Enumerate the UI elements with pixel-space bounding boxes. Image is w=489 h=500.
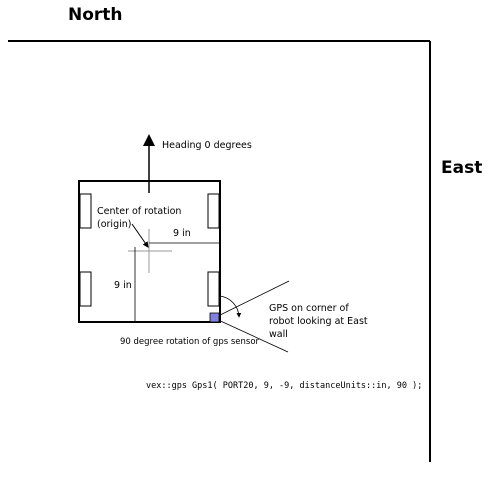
gps-label-line1: GPS on corner of (269, 303, 349, 314)
gps-view-line-upper (213, 280, 290, 319)
wheel-rear-right (207, 271, 220, 307)
gps-label-line2: robot looking at East (269, 316, 368, 327)
wheel-front-left (79, 193, 92, 229)
robot-body (78, 180, 221, 323)
wheel-front-right (207, 193, 220, 229)
east-label: East (441, 158, 483, 178)
gps-label-line3: wall (269, 329, 288, 340)
gps-sensor (209, 312, 220, 323)
code-sample: vex::gps Gps1( PORT20, 9, -9, distanceUn… (146, 381, 423, 391)
center-label-line2: (origin) (97, 219, 132, 230)
rotation-note: 90 degree rotation of gps sensor (120, 337, 260, 347)
rotation-arc (219, 295, 242, 318)
north-label: North (68, 5, 123, 25)
y-offset-label: 9 in (114, 280, 132, 291)
wheel-rear-left (79, 271, 92, 307)
x-offset-label: 9 in (173, 228, 191, 239)
center-pointer (131, 223, 149, 248)
heading-label: Heading 0 degrees (162, 140, 252, 151)
gps-view-line-lower (213, 317, 289, 353)
center-label-line1: Center of rotation (97, 206, 182, 217)
